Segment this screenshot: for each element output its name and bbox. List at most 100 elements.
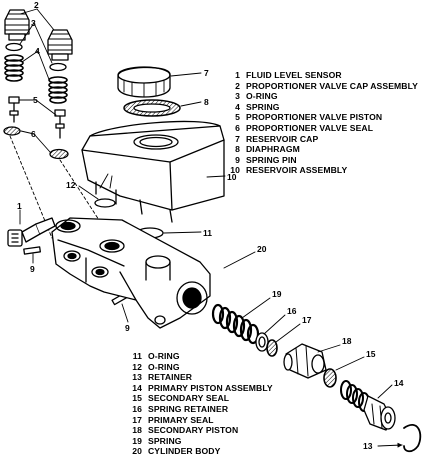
legend-label: FLUID LEVEL SENSOR bbox=[246, 70, 342, 80]
callout-9-right: 9 bbox=[125, 323, 130, 333]
callout-1: 1 bbox=[17, 201, 22, 211]
callout-20: 20 bbox=[257, 244, 267, 254]
legend-row: 5 PROPORTIONER VALVE PISTON bbox=[226, 112, 418, 123]
legend-num: 1 bbox=[235, 70, 240, 80]
diaphragm bbox=[123, 99, 181, 117]
fluid-level-sensor bbox=[7, 217, 56, 247]
legend-num: 3 bbox=[235, 91, 240, 102]
secondary-seal-15 bbox=[323, 368, 337, 388]
valve-seal-6-right bbox=[49, 148, 69, 160]
legend-label: PROPORTIONER VALVE PISTON bbox=[246, 112, 383, 123]
legend-num: 14 bbox=[132, 382, 142, 393]
legend-row: 10 RESERVOIR ASSEMBLY bbox=[226, 165, 418, 176]
spring-19 bbox=[211, 303, 260, 345]
proportioner-valve-cap-right bbox=[47, 29, 73, 61]
legend-num: 6 bbox=[235, 122, 240, 133]
reservoir-assembly bbox=[81, 120, 225, 223]
legend-label: SPRING bbox=[148, 435, 182, 446]
legend-num: 9 bbox=[235, 154, 240, 165]
legend-row: 6 PROPORTIONER VALVE SEAL bbox=[226, 123, 418, 134]
legend-label: SECONDARY SEAL bbox=[148, 393, 230, 404]
legend-row: 15 SECONDARY SEAL bbox=[128, 393, 273, 404]
callout-labels: 2 3 4 5 6 7 8 10 11 12 1 9 9 20 19 16 17… bbox=[17, 0, 404, 451]
callout-8: 8 bbox=[204, 97, 209, 107]
callout-5: 5 bbox=[33, 95, 38, 105]
legend-num: 15 bbox=[132, 393, 142, 404]
legend-row: 2 PROPORTIONER VALVE CAP ASSEMBLY bbox=[226, 81, 418, 92]
legend-row: 20 CYLINDER BODY bbox=[128, 446, 273, 457]
o-ring-3-right bbox=[49, 62, 67, 72]
callout-18: 18 bbox=[342, 336, 352, 346]
callout-11: 11 bbox=[203, 228, 212, 238]
spring-retainer-16 bbox=[255, 332, 269, 352]
cylinder-body bbox=[51, 217, 211, 329]
legend-row: 1 FLUID LEVEL SENSOR bbox=[226, 70, 418, 81]
callout-3: 3 bbox=[31, 18, 36, 28]
callout-15: 15 bbox=[366, 349, 376, 359]
spring-4-right bbox=[48, 76, 68, 104]
callout-19: 19 bbox=[272, 289, 282, 299]
legend-label: SPRING PIN bbox=[246, 154, 297, 165]
legend-num: 20 bbox=[132, 446, 142, 457]
valve-piston-5-left bbox=[8, 96, 20, 123]
legend-label: O-RING bbox=[148, 351, 180, 361]
legend-num: 7 bbox=[235, 133, 240, 144]
spring-4-left bbox=[4, 54, 24, 82]
legend-label: SPRING RETAINER bbox=[148, 403, 229, 414]
legend-row: 8 DIAPHRAGM bbox=[226, 144, 418, 155]
callout-12: 12 bbox=[66, 180, 76, 190]
reservoir-cap bbox=[117, 66, 171, 98]
callout-2: 2 bbox=[34, 0, 39, 10]
legend-num: 16 bbox=[132, 403, 142, 414]
legend-num: 12 bbox=[132, 361, 142, 372]
legend-row: 9 SPRING PIN bbox=[226, 155, 418, 166]
legend-label: CYLINDER BODY bbox=[148, 446, 221, 457]
primary-piston-assembly-14 bbox=[340, 380, 396, 431]
legend-label: SECONDARY PISTON bbox=[148, 425, 239, 436]
primary-seal-17 bbox=[266, 339, 278, 357]
callout-16: 16 bbox=[287, 306, 297, 316]
o-ring-12 bbox=[94, 198, 116, 208]
legend-label: RETAINER bbox=[148, 372, 193, 383]
legend-num: 4 bbox=[235, 101, 240, 112]
callout-7: 7 bbox=[204, 68, 209, 78]
spring-pin-9-left bbox=[23, 246, 41, 255]
legend-num: 11 bbox=[132, 351, 142, 361]
secondary-piston-18 bbox=[283, 343, 327, 379]
legend-num: 13 bbox=[132, 372, 142, 383]
callout-14: 14 bbox=[394, 378, 404, 388]
callout-13: 13 bbox=[363, 441, 373, 451]
proportioner-valve-cap-left bbox=[4, 9, 30, 41]
legend-label: PROPORTIONER VALVE SEAL bbox=[246, 122, 374, 133]
legend-row: 16 SPRING RETAINER bbox=[128, 404, 273, 415]
legend-label: O-RING bbox=[246, 91, 278, 102]
legend-num: 8 bbox=[235, 144, 240, 155]
callout-17: 17 bbox=[302, 315, 312, 325]
legend-row: 13 RETAINER bbox=[128, 372, 273, 383]
legend-label: DIAPHRAGM bbox=[246, 144, 300, 155]
legend-label: O-RING bbox=[148, 361, 180, 372]
retainer-13 bbox=[403, 424, 422, 453]
legend-row: 4 SPRING bbox=[226, 102, 418, 113]
legend-label: SPRING bbox=[246, 101, 280, 112]
legend-row: 12 O-RING bbox=[128, 362, 273, 373]
callout-9-left: 9 bbox=[30, 264, 35, 274]
legend-num: 10 bbox=[230, 165, 240, 176]
legend-label: RESERVOIR ASSEMBLY bbox=[246, 165, 348, 176]
valve-piston-5-right bbox=[54, 109, 66, 139]
callout-10: 10 bbox=[227, 172, 237, 182]
legend-num: 2 bbox=[235, 80, 240, 91]
legend-num: 5 bbox=[235, 112, 240, 123]
legend-row: 11 O-RING bbox=[128, 351, 273, 362]
legend-label: PROPORTIONER VALVE CAP ASSEMBLY bbox=[246, 80, 418, 91]
legend-num: 17 bbox=[132, 414, 142, 425]
o-ring-3-left bbox=[5, 42, 23, 52]
